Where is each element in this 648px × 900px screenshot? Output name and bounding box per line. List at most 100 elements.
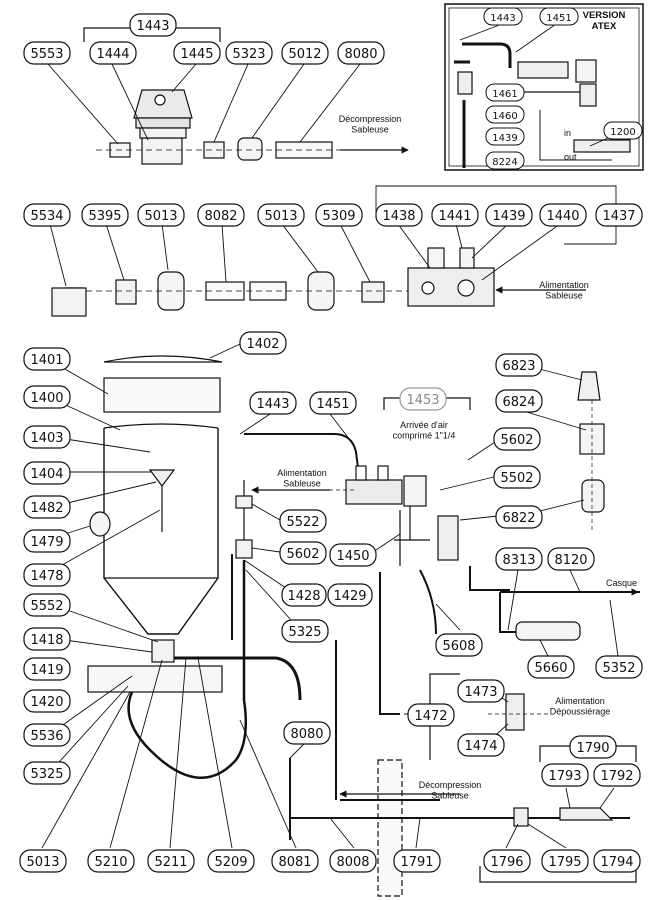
svg-text:5013: 5013 — [26, 855, 59, 870]
svg-text:5325: 5325 — [30, 767, 63, 782]
svg-text:1445: 1445 — [180, 47, 213, 62]
note-casque: Casque — [606, 578, 637, 588]
part-label-8082: 8082 — [197, 203, 245, 227]
technical-drawing — [41, 3, 644, 897]
svg-text:1402: 1402 — [246, 337, 279, 352]
part-label-1482: 1482 — [23, 495, 71, 519]
part-label-1404: 1404 — [23, 461, 71, 485]
svg-text:5013: 5013 — [144, 209, 177, 224]
svg-text:1473: 1473 — [464, 685, 497, 700]
bracket-1437 — [375, 185, 617, 245]
svg-text:1440: 1440 — [546, 209, 579, 224]
svg-text:5522: 5522 — [286, 515, 319, 530]
svg-text:1441: 1441 — [438, 209, 471, 224]
svg-text:6822: 6822 — [502, 511, 535, 526]
svg-text:1472: 1472 — [414, 709, 447, 724]
part-label-5660: 5660 — [527, 655, 575, 679]
part-label-1460: 1460 — [485, 105, 525, 124]
part-label-1429: 1429 — [327, 583, 373, 607]
svg-text:1429: 1429 — [333, 589, 366, 604]
part-label-5522: 5522 — [279, 509, 327, 533]
part-label-5012: 5012 — [281, 41, 329, 65]
part-label-1796: 1796 — [483, 849, 531, 873]
svg-text:8224: 8224 — [492, 157, 517, 168]
part-label-6823: 6823 — [495, 353, 543, 377]
part-label-5325-b: 5325 — [281, 619, 329, 643]
part-label-1451: 1451 — [309, 391, 357, 415]
part-label-8313: 8313 — [495, 547, 543, 571]
svg-text:1420: 1420 — [30, 695, 63, 710]
part-label-1444: 1444 — [89, 41, 137, 65]
svg-text:6824: 6824 — [502, 395, 535, 410]
svg-text:1443: 1443 — [490, 13, 515, 24]
part-label-8080: 8080 — [337, 41, 385, 65]
svg-text:5502: 5502 — [500, 471, 533, 486]
part-label-5210: 5210 — [87, 849, 135, 873]
svg-text:1404: 1404 — [30, 467, 63, 482]
svg-text:1403: 1403 — [30, 431, 63, 446]
part-label-6822: 6822 — [495, 505, 543, 529]
svg-text:5211: 5211 — [154, 855, 187, 870]
svg-text:1453: 1453 — [406, 393, 439, 408]
part-label-1403: 1403 — [23, 425, 71, 449]
svg-text:5602: 5602 — [286, 547, 319, 562]
part-label-1200: 1200 — [603, 121, 643, 140]
svg-text:8313: 8313 — [502, 553, 535, 568]
part-label-5395: 5395 — [81, 203, 129, 227]
center-control-cluster — [231, 433, 510, 715]
svg-text:1444: 1444 — [96, 47, 129, 62]
part-label-1419: 1419 — [23, 657, 71, 681]
svg-text:5210: 5210 — [94, 855, 127, 870]
part-label-5309: 5309 — [315, 203, 363, 227]
svg-text:5012: 5012 — [288, 47, 321, 62]
lower-piping — [289, 640, 630, 897]
part-label-8120: 8120 — [547, 547, 595, 571]
svg-text:1474: 1474 — [464, 739, 497, 754]
svg-text:8080: 8080 — [344, 47, 377, 62]
svg-text:5395: 5395 — [88, 209, 121, 224]
part-label-1443: 1443 — [129, 13, 177, 37]
svg-text:1443: 1443 — [256, 397, 289, 412]
svg-text:5552: 5552 — [30, 599, 63, 614]
svg-text:1419: 1419 — [30, 663, 63, 678]
svg-text:8081: 8081 — [278, 855, 311, 870]
right-column-fittings — [499, 371, 640, 641]
part-label-1473: 1473 — [457, 679, 505, 703]
part-label-1461: 1461 — [485, 83, 525, 102]
svg-text:1478: 1478 — [30, 569, 63, 584]
part-label-5602-b: 5602 — [279, 541, 327, 565]
svg-text:1450: 1450 — [336, 549, 369, 564]
svg-text:1482: 1482 — [30, 501, 63, 516]
svg-text:1796: 1796 — [490, 855, 523, 870]
svg-text:5323: 5323 — [232, 47, 265, 62]
svg-text:5553: 5553 — [30, 47, 63, 62]
svg-text:5309: 5309 — [322, 209, 355, 224]
dust-extraction-regulator — [429, 673, 548, 760]
svg-text:5602: 5602 — [500, 433, 533, 448]
svg-text:5536: 5536 — [30, 729, 63, 744]
svg-text:1460: 1460 — [492, 111, 517, 122]
svg-text:1438: 1438 — [382, 209, 415, 224]
part-label-5013-a: 5013 — [137, 203, 185, 227]
bracket-1794 — [479, 866, 637, 883]
svg-text:1428: 1428 — [287, 589, 320, 604]
svg-text:5209: 5209 — [214, 855, 247, 870]
atex-frame — [444, 3, 644, 171]
part-label-1791: 1791 — [393, 849, 441, 873]
part-label-5211: 5211 — [147, 849, 195, 873]
svg-text:5608: 5608 — [442, 639, 475, 654]
svg-text:1795: 1795 — [548, 855, 581, 870]
part-label-1445: 1445 — [173, 41, 221, 65]
svg-text:1418: 1418 — [30, 633, 63, 648]
svg-text:5660: 5660 — [534, 661, 567, 676]
svg-text:1461: 1461 — [492, 89, 517, 100]
part-label-1453: 1453 — [399, 387, 447, 411]
svg-text:1451: 1451 — [316, 397, 349, 412]
note-atex-out: out — [564, 152, 577, 162]
svg-text:1437: 1437 — [602, 209, 635, 224]
